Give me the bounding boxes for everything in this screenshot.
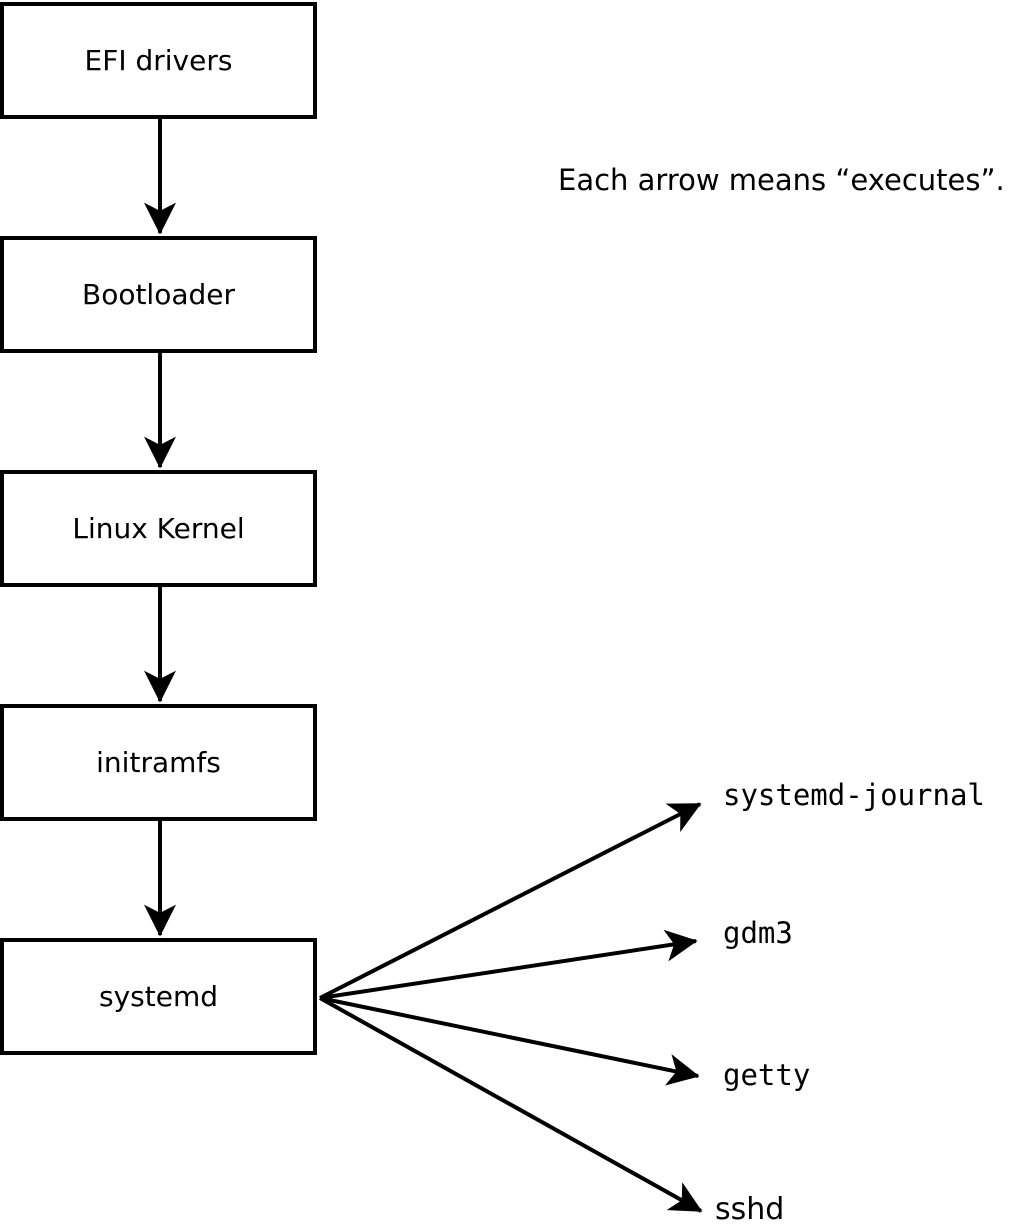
node-bootloader-label: Bootloader bbox=[81, 277, 236, 311]
process-label-sshd: sshd bbox=[715, 1192, 785, 1227]
node-bootloader: Bootloader bbox=[0, 236, 317, 353]
legend-text: Each arrow means “executes”. bbox=[558, 163, 1005, 197]
node-systemd: systemd bbox=[0, 938, 317, 1055]
node-initramfs: initramfs bbox=[0, 704, 317, 821]
arrow-systemd-to-getty bbox=[319, 996, 700, 1086]
node-initramfs-label: initramfs bbox=[96, 745, 221, 779]
process-label-getty: getty bbox=[723, 1058, 811, 1092]
process-label-gdm3: gdm3 bbox=[723, 916, 793, 950]
node-linux-kernel: Linux Kernel bbox=[0, 470, 317, 587]
node-linux-kernel-label: Linux Kernel bbox=[72, 511, 245, 545]
process-label-systemd-journal: systemd-journal bbox=[723, 778, 985, 812]
node-efi-drivers: EFI drivers bbox=[0, 2, 317, 119]
node-systemd-label: systemd bbox=[99, 979, 218, 1013]
node-efi-drivers-label: EFI drivers bbox=[84, 43, 233, 77]
fan-arrows bbox=[319, 802, 703, 1213]
arrow-systemd-to-gdm3 bbox=[319, 929, 698, 1000]
arrow-systemd-to-sshd bbox=[319, 996, 703, 1213]
arrow-systemd-to-systemd-journal bbox=[319, 802, 702, 1000]
